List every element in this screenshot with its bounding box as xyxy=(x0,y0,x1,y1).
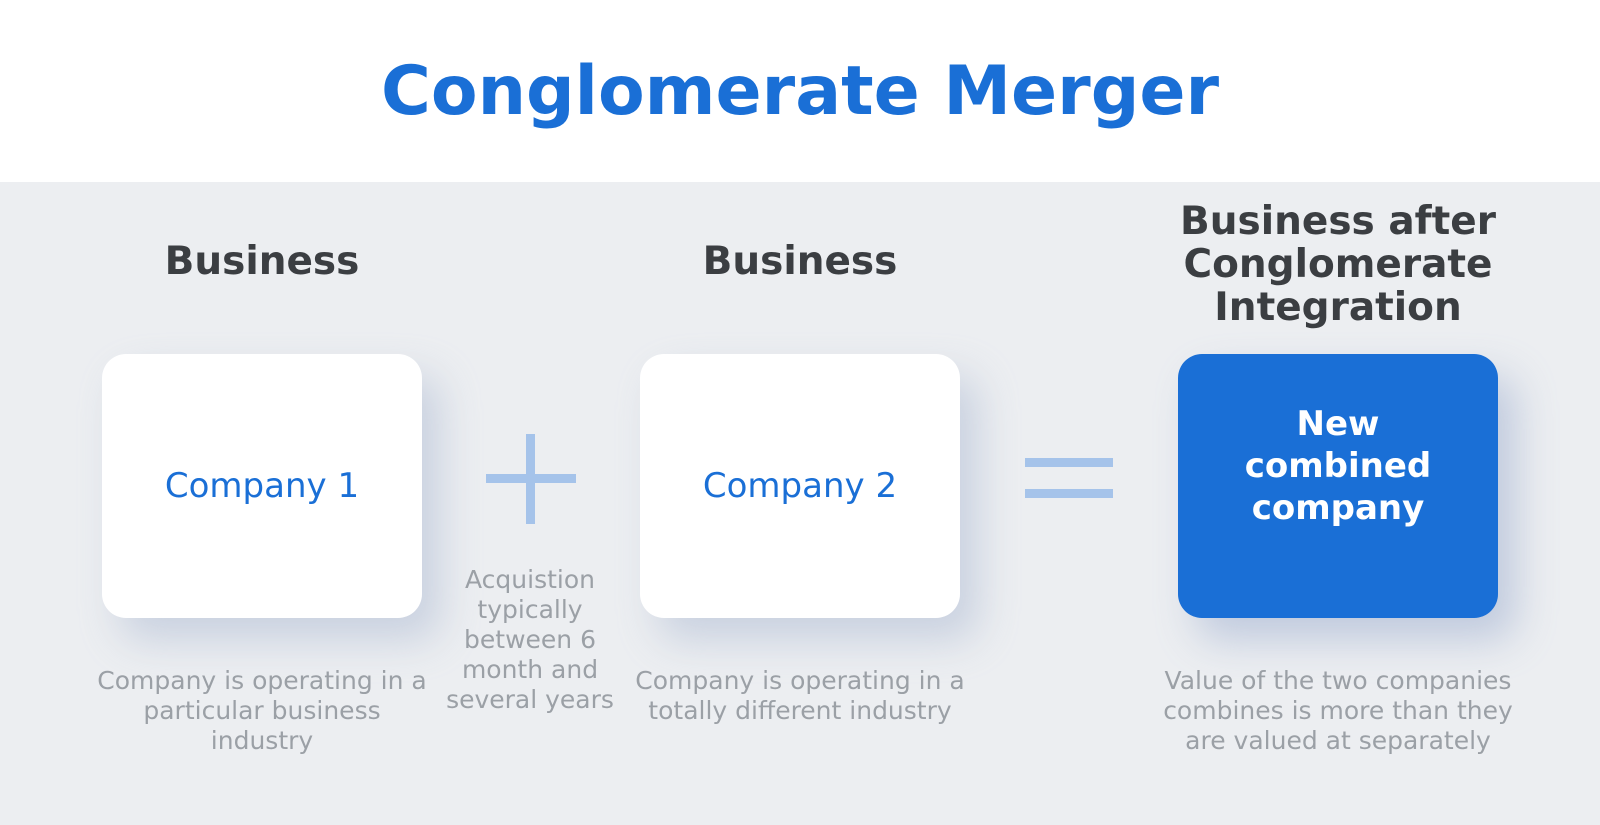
diagram-panel: Business Company 1 Company is operating … xyxy=(0,182,1600,825)
column-2-heading: Business xyxy=(702,239,898,284)
company-1-card: Company 1 xyxy=(102,354,422,618)
column-1-heading: Business xyxy=(164,239,360,284)
company-1-label: Company 1 xyxy=(164,466,360,506)
company-2-card: Company 2 xyxy=(640,354,960,618)
column-3-caption: Value of the two companies combines is m… xyxy=(1163,666,1513,755)
equals-icon xyxy=(1025,458,1113,498)
column-2-caption: Company is operating in a totally differ… xyxy=(635,666,965,725)
column-1-caption: Company is operating in a particular bus… xyxy=(97,666,427,755)
page-title: Conglomerate Merger xyxy=(380,52,1220,131)
company-2-label: Company 2 xyxy=(702,466,898,506)
header: Conglomerate Merger xyxy=(0,0,1600,182)
plus-icon xyxy=(486,434,576,524)
acquisition-note: Acquistion typically between 6 month and… xyxy=(446,565,614,714)
combined-company-card: New combined company xyxy=(1178,354,1498,618)
column-3-heading: Business after Conglomerate Integration xyxy=(1180,199,1496,330)
combined-company-label: New combined company xyxy=(1244,404,1432,528)
